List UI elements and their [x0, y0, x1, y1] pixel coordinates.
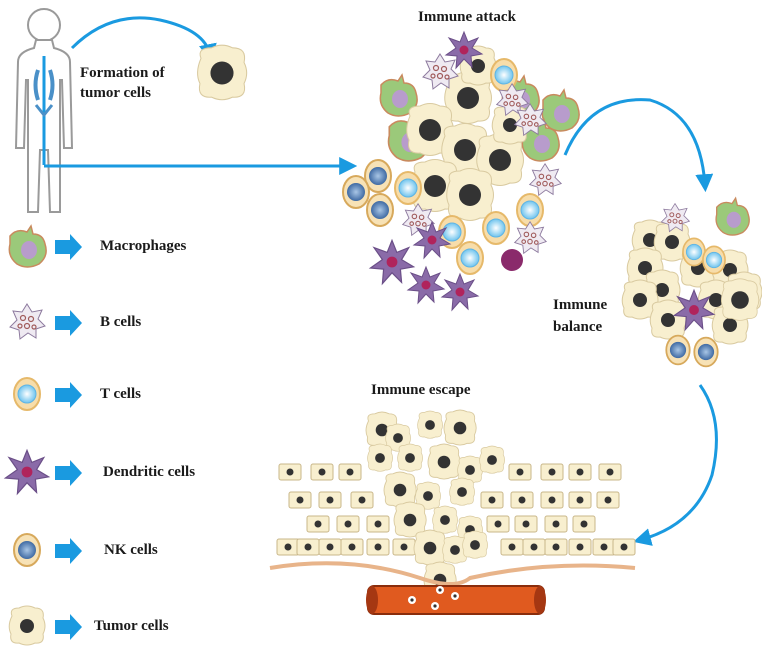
immune-balance-cluster — [621, 197, 762, 368]
tissue-cell — [338, 463, 362, 481]
tissue-cell — [612, 538, 636, 556]
tissue-cell — [318, 538, 342, 556]
tissue-cell — [486, 515, 510, 533]
immune-attack-cluster — [342, 31, 580, 311]
tissue-cell — [598, 463, 622, 481]
tissue-cell — [514, 515, 538, 533]
escaping-tumor-cell — [367, 443, 393, 472]
blood-vessel-icon — [366, 585, 546, 615]
legend-arrows — [55, 234, 82, 640]
tissue-cell — [392, 538, 416, 556]
tissue-cell — [522, 538, 546, 556]
balance-arrow — [563, 98, 714, 193]
escaping-tumor-cell — [397, 443, 423, 472]
tissue-cell — [540, 463, 564, 481]
formation-label-line2: tumor cells — [80, 85, 151, 101]
legend-label-t-cells: T cells — [100, 386, 141, 402]
immune-attack-label: Immune attack — [418, 9, 516, 25]
tissue-cell — [340, 538, 364, 556]
escaping-tumor-cell — [443, 409, 477, 446]
escaping-tumor-cell — [417, 410, 443, 439]
escaping-tumor-cell — [413, 529, 447, 566]
tissue-cell — [366, 515, 390, 533]
tissue-cell — [568, 538, 592, 556]
tissue-cell — [336, 515, 360, 533]
tissue-cell — [500, 538, 524, 556]
tissue-cell — [276, 538, 300, 556]
legend-label-b-cells: B cells — [100, 314, 142, 330]
tissue-cell — [296, 538, 320, 556]
tissue-cell — [544, 515, 568, 533]
tissue-cell — [592, 538, 616, 556]
legend-label-dendritic-cells: Dendritic cells — [103, 464, 196, 480]
legend-label-nk-cells: NK cells — [104, 542, 158, 558]
tissue-cell — [540, 491, 564, 509]
formation-arrow — [70, 16, 217, 63]
legend-label-tumor-cells: Tumor cells — [94, 618, 169, 634]
tissue-cell — [310, 463, 334, 481]
tissue-cell — [480, 491, 504, 509]
escaping-tumor-cell — [427, 443, 461, 480]
tissue-cell — [278, 463, 302, 481]
escaping-tumor-cell — [432, 505, 458, 534]
tissue-cell — [568, 491, 592, 509]
tissue-cell — [508, 463, 532, 481]
immune-balance-label-line2: balance — [553, 319, 603, 335]
legend-label-macrophages: Macrophages — [100, 238, 187, 254]
legend-icons — [4, 225, 50, 646]
tumor-cell-icon — [197, 44, 248, 101]
immune-escape-label: Immune escape — [371, 382, 471, 398]
tissue-cell — [306, 515, 330, 533]
tissue-cell — [288, 491, 312, 509]
immune-balance-label-line1: Immune — [553, 297, 608, 313]
tissue-cell — [544, 538, 568, 556]
escaping-tumor-cell — [462, 530, 488, 559]
tissue-cell — [366, 538, 390, 556]
tissue-cell — [318, 491, 342, 509]
escaping-tumor-cell — [479, 445, 505, 474]
tissue-cell — [568, 463, 592, 481]
tissue-cell — [510, 491, 534, 509]
escaping-tumor-cell — [449, 477, 475, 506]
immune-escape-tissue — [269, 409, 636, 615]
tissue-cell — [350, 491, 374, 509]
tissue-cell — [596, 491, 620, 509]
tissue-cell — [572, 515, 596, 533]
escape-arrow — [633, 384, 718, 546]
formation-label-line1: Formation of — [80, 65, 165, 81]
human-figure-icon — [14, 8, 74, 213]
